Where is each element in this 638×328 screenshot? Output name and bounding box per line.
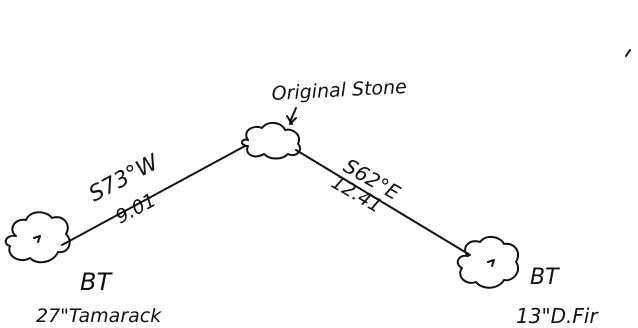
bt-right-tree-symbol <box>456 236 520 289</box>
bt-right-tree-label: 13"D.Fir <box>516 304 599 328</box>
bt-left-label: BT <box>80 268 113 296</box>
line-sw <box>61 145 246 246</box>
stray-mark <box>625 49 631 57</box>
corner-label: Original Stone <box>271 76 407 105</box>
original-stone <box>241 122 302 160</box>
bt-right-label: BT <box>530 265 560 290</box>
bt-left-tree-label: 27"Tamarack <box>36 305 162 327</box>
line-se <box>295 149 471 256</box>
corner-arrow <box>286 107 297 125</box>
bt-left-tree-symbol <box>4 211 71 264</box>
